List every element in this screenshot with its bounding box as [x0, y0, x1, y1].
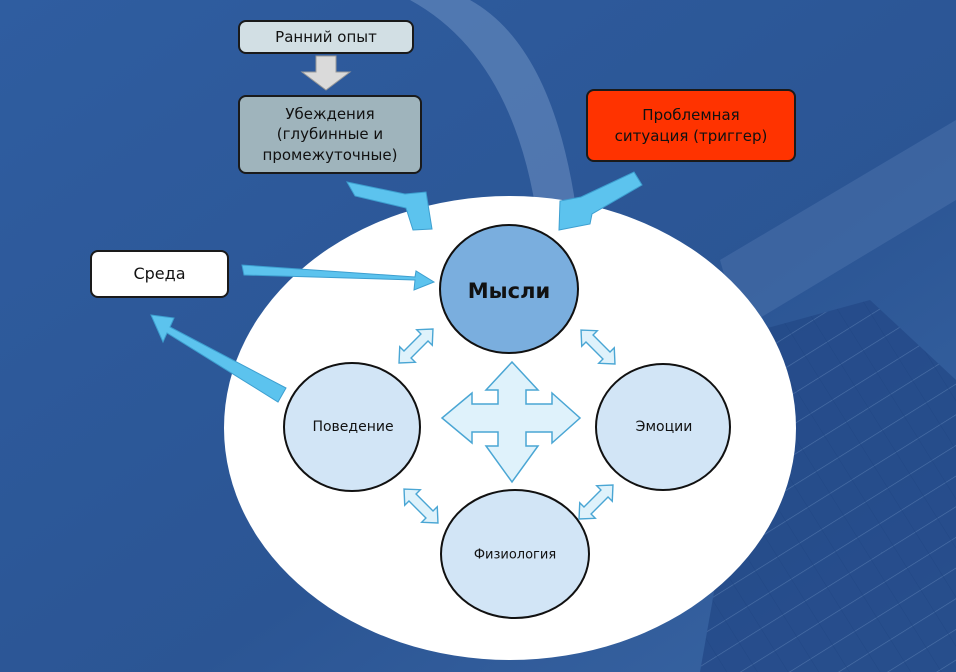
- early-to-beliefs-arrow: [300, 55, 352, 91]
- background-arc: [410, 0, 580, 240]
- thoughts-behavior-double-arrow: [398, 328, 434, 364]
- trigger-box: Проблемная ситуация (триггер): [586, 89, 796, 162]
- trigger-to-thoughts-arrow: [558, 171, 643, 231]
- center-four-way-arrow: [440, 360, 582, 484]
- behavior-label: Поведение: [312, 419, 394, 435]
- behavior-node: [283, 362, 421, 492]
- thoughts-node: [439, 224, 579, 354]
- background-diagonal-light: [720, 120, 956, 330]
- thoughts-label: Мысли: [467, 279, 551, 303]
- behavior-to-environment-arrow: [150, 314, 287, 403]
- beliefs-box: Убеждения (глубинные и промежуточные): [238, 95, 422, 174]
- emotions-physiology-double-arrow: [578, 484, 614, 520]
- trigger-label: Проблемная ситуация (триггер): [614, 106, 768, 145]
- early-experience-box: Ранний опыт: [238, 20, 414, 54]
- environment-box: Среда: [90, 250, 229, 298]
- emotions-node: [595, 363, 731, 491]
- physiology-node: [440, 489, 590, 619]
- environment-to-thoughts-arrow: [241, 264, 436, 291]
- emotions-label: Эмоции: [635, 419, 693, 435]
- beliefs-label: Убеждения (глубинные и промежуточные): [262, 105, 398, 164]
- early-experience-label: Ранний опыт: [275, 27, 377, 46]
- thoughts-emotions-double-arrow: [580, 329, 616, 365]
- behavior-physiology-double-arrow: [403, 488, 439, 524]
- environment-label: Среда: [133, 264, 186, 284]
- physiology-label: Физиология: [473, 547, 557, 563]
- beliefs-to-thoughts-arrow: [346, 181, 433, 231]
